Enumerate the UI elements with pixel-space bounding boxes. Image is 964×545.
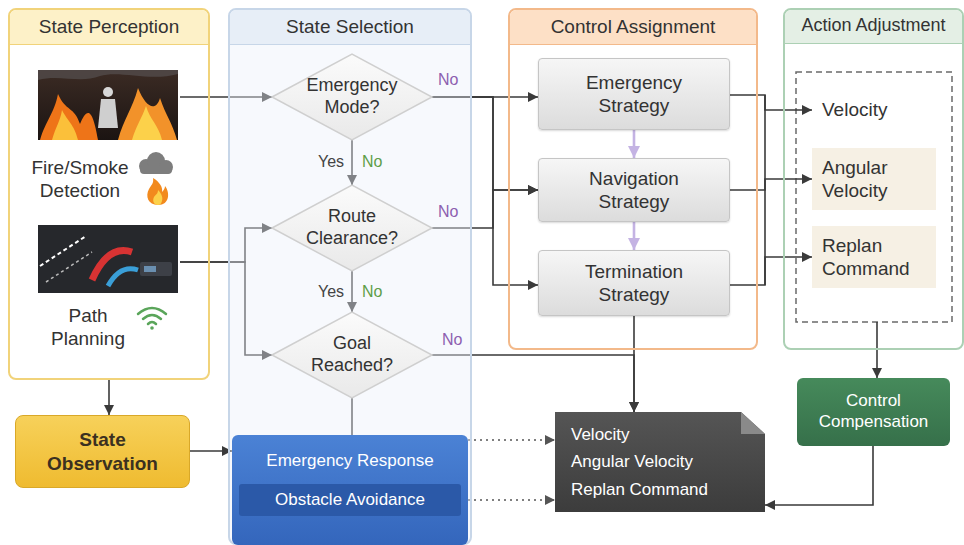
node-text: Replan Command [571, 476, 708, 504]
output-card: VelocityAngular VelocityReplan Command [555, 412, 765, 512]
dotted-arrow [468, 439, 555, 441]
dashed-group-box [796, 72, 952, 322]
sensor-image-node: Fire/Smoke Detection [18, 68, 180, 210]
flow-arrow [730, 179, 812, 190]
process-box: Control Compensation [797, 378, 950, 446]
panel-heading: Action Adjustment [785, 10, 962, 44]
flame-icon [147, 178, 168, 205]
branch-label: No [438, 202, 458, 221]
panel-heading: Control Assignment [510, 10, 756, 45]
process-box: State Observation [15, 415, 190, 488]
strategy-box: Termination Strategy [538, 250, 730, 316]
flow-arrow [633, 222, 636, 250]
node-text: Obstacle Avoidance [239, 484, 461, 517]
branch-label: Yes [318, 282, 344, 301]
branch-label: No [442, 330, 462, 349]
flow-arrow [190, 450, 232, 452]
flow-arrow [730, 257, 812, 285]
dotted-arrow [468, 499, 555, 501]
column-panel: Action AdjustmentVelocityAngular Velocit… [783, 8, 964, 350]
panel-heading: State Perception [10, 10, 208, 45]
action-item: Angular Velocity [812, 148, 936, 210]
flow-arrow [730, 95, 812, 110]
node-text: Route Clearance? [300, 206, 404, 250]
node-text: Goal Reached? [300, 333, 404, 377]
branch-label: No [438, 70, 458, 89]
column-panel: State PerceptionFire/Smoke DetectionPath… [8, 8, 210, 380]
action-item: Velocity [812, 90, 936, 130]
decision-diamond: Route Clearance? [272, 185, 432, 271]
node-text: Emergency Mode? [300, 75, 404, 119]
flow-arrow [633, 130, 636, 158]
strategy-box: Navigation Strategy [538, 158, 730, 222]
branch-label: No [362, 152, 382, 171]
flow-arrow [876, 350, 878, 378]
node-text: Angular Velocity [822, 156, 922, 202]
flow-arrow [765, 446, 873, 505]
wifi-icon [138, 308, 166, 330]
node-text: Replan Command [822, 234, 922, 280]
node-text: Path Planning [38, 304, 138, 350]
node-text: Velocity [571, 421, 630, 449]
leader-line [876, 322, 878, 350]
response-box: Emergency ResponseObstacle Avoidance [232, 435, 468, 545]
node-text: Velocity [822, 98, 887, 121]
smoke-icon [139, 152, 173, 174]
panel-heading: State Selection [230, 10, 470, 45]
path-planning-illustration [38, 225, 178, 293]
column-panel: Control AssignmentEmergency StrategyNavi… [508, 8, 758, 350]
flow-arrow [108, 380, 110, 415]
node-text: State Observation [33, 428, 173, 474]
flow-arrow [633, 316, 635, 412]
column-panel: State SelectionEmergency Mode? Route Clea… [228, 8, 472, 545]
node-text: Navigation Strategy [559, 167, 709, 213]
node-text: Emergency Strategy [559, 71, 709, 117]
node-text: Emergency Response [266, 451, 433, 472]
decision-diamond: Emergency Mode? [272, 54, 432, 140]
decision-diamond: Goal Reached? [272, 312, 432, 398]
sensor-image-node: Path Planning [18, 222, 180, 358]
node-text: Fire/Smoke Detection [18, 156, 142, 202]
node-text: Termination Strategy [554, 260, 714, 306]
branch-label: No [362, 282, 382, 301]
action-item: Replan Command [812, 226, 936, 288]
fire-scene-illustration [38, 70, 178, 140]
node-text: Angular Velocity [571, 448, 693, 476]
strategy-box: Emergency Strategy [538, 58, 730, 130]
node-text: Control Compensation [809, 391, 939, 432]
branch-label: Yes [318, 152, 344, 171]
